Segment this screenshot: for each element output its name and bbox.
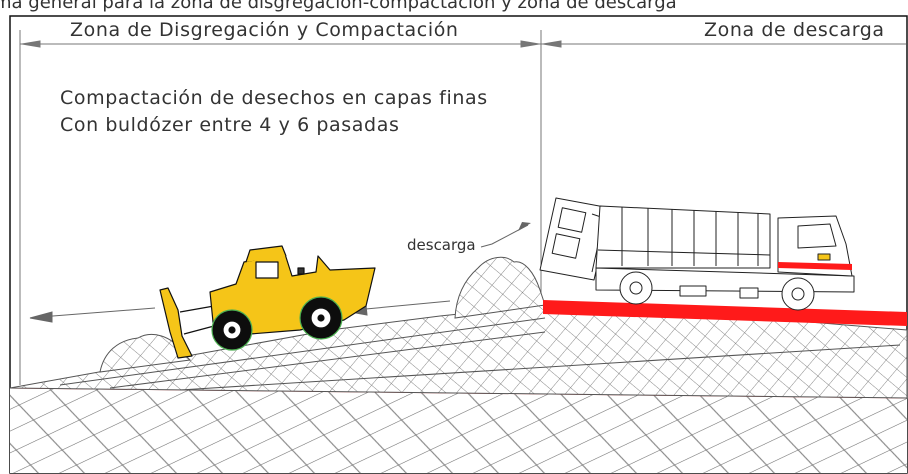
descarga-leader bbox=[480, 224, 529, 248]
descarga-leader-arrow bbox=[518, 222, 531, 231]
natural-ground bbox=[10, 388, 907, 473]
bulldozer-cab bbox=[245, 245, 287, 263]
unloading-ramp bbox=[543, 300, 907, 326]
waste-heap-unloaded bbox=[454, 256, 546, 319]
zone-unload-label: Zona de descarga bbox=[704, 19, 885, 41]
top-title: ma general para la zona de disgregación-… bbox=[0, 0, 677, 13]
truck-body bbox=[595, 205, 771, 269]
descarga-callout: descarga bbox=[407, 236, 476, 254]
layer-lines bbox=[59, 317, 901, 391]
zone-compaction-label: Zona de Disgregación y Compactación bbox=[70, 19, 459, 41]
zone-dimension-lines bbox=[19, 30, 906, 385]
bulldozer-blade bbox=[159, 287, 193, 359]
note-line-1: Compactación de desechos en capas finas bbox=[60, 87, 488, 109]
truck-cab-stripe bbox=[778, 262, 852, 270]
bulldozer bbox=[159, 245, 376, 359]
garbage-truck bbox=[539, 197, 855, 311]
note-line-2: Con buldózer entre 4 y 6 pasadas bbox=[60, 114, 399, 136]
